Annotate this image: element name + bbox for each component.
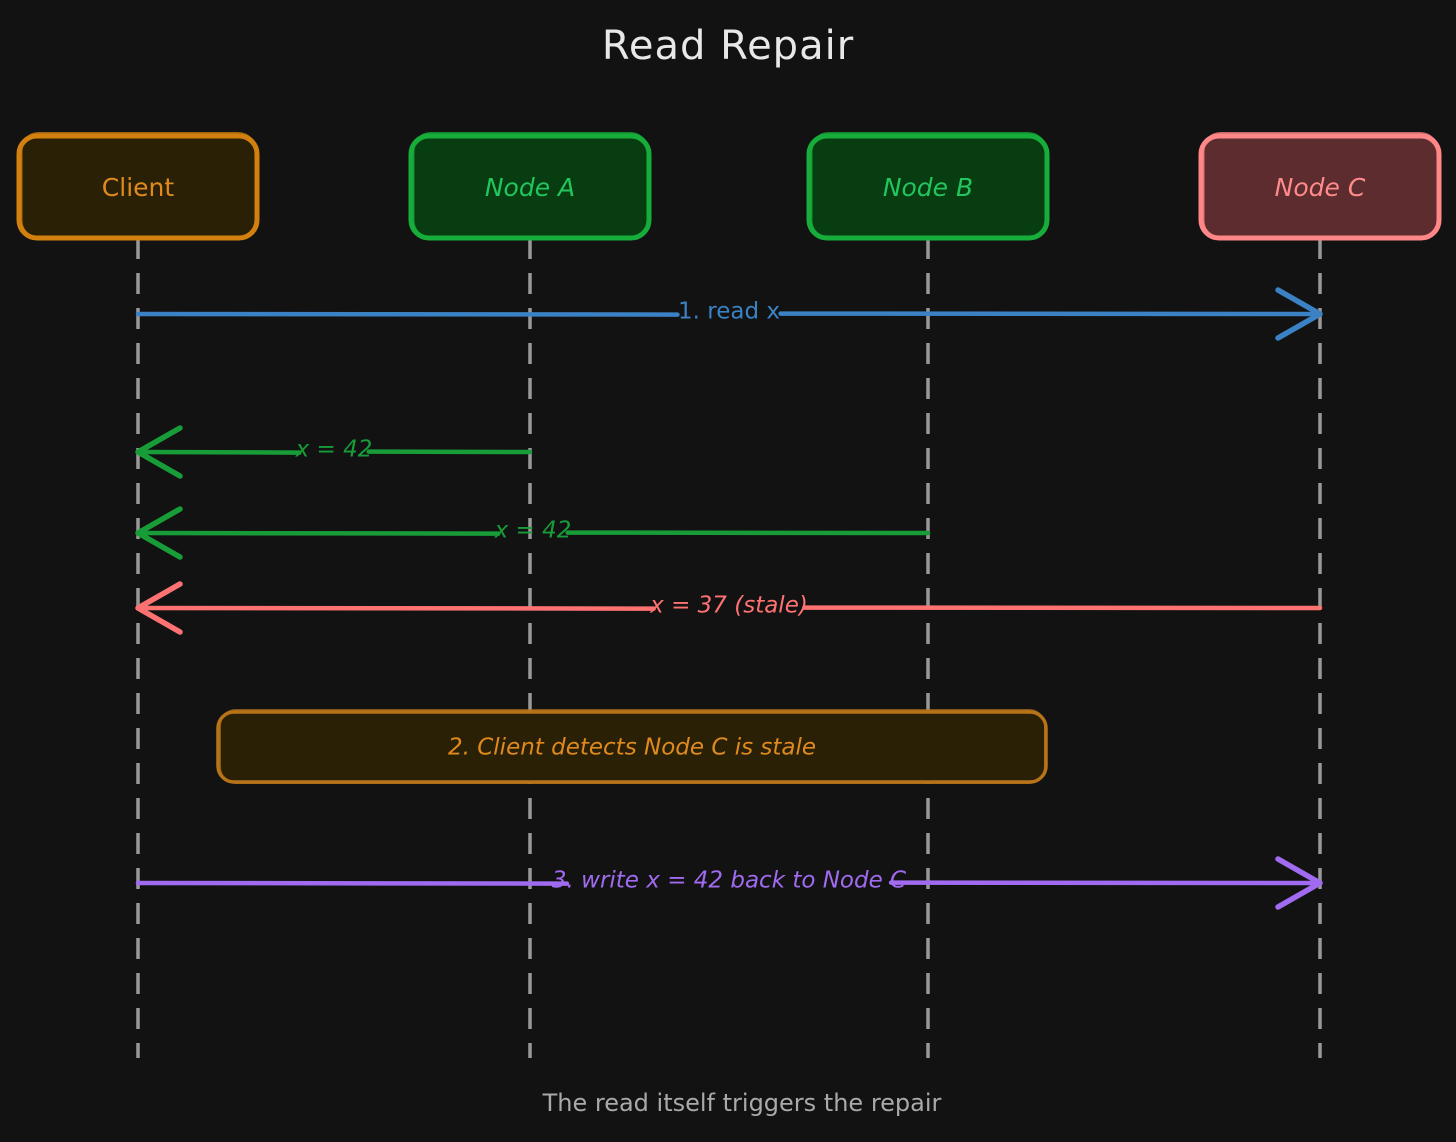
- actor-box-sketch-outline: [1201, 132, 1440, 240]
- actor-box-sketch-outline: [19, 132, 258, 240]
- arrow-head-icon: [135, 581, 183, 635]
- msg-reply-a[interactable]: x = 42: [135, 425, 533, 479]
- arrow-head-icon: [135, 425, 183, 479]
- message-label: x = 42: [494, 518, 572, 544]
- notes-group: 2. Client detects Node C is stale: [216, 709, 1048, 784]
- messages-group: 1. read x x = 42 x = 42 x = 37 (stale) 3. wr…: [135, 287, 1323, 910]
- actor-node-a[interactable]: Node A: [408, 132, 652, 241]
- message-line-left-segment: [135, 880, 570, 886]
- message-line-left-segment: [135, 311, 680, 317]
- msg-reply-b[interactable]: x = 42: [135, 506, 931, 560]
- msg-read-x[interactable]: 1. read x: [135, 287, 1323, 341]
- arrow-head-icon: [135, 506, 183, 560]
- actor-label-client: Client: [102, 173, 175, 202]
- message-line-left-segment: [135, 530, 501, 536]
- message-line-left-segment: [135, 605, 656, 611]
- actor-node-c[interactable]: Node C: [1198, 132, 1442, 241]
- actor-label-node-b: Node B: [883, 173, 973, 202]
- diagram-footer-caption: The read itself triggers the repair: [542, 1089, 942, 1117]
- actor-box-sketch-outline: [411, 132, 650, 240]
- note-label: 2. Client detects Node C is stale: [448, 735, 816, 761]
- lifelines-group: [136, 238, 1322, 1058]
- actors-group: Client Node A Node B Node C: [16, 132, 1442, 241]
- actor-node-b[interactable]: Node B: [806, 132, 1050, 241]
- arrow-head-icon: [1275, 287, 1323, 341]
- arrow-head-icon: [1275, 856, 1323, 910]
- actor-label-node-a: Node A: [485, 173, 575, 202]
- message-label: 3. write x = 42 back to Node C: [552, 868, 906, 894]
- actor-box-sketch-outline: [809, 132, 1048, 240]
- message-line-left-segment: [135, 449, 302, 455]
- message-label: x = 42: [295, 437, 373, 463]
- message-label: 1. read x: [678, 299, 780, 325]
- actor-label-node-c: Node C: [1275, 173, 1366, 202]
- msg-reply-c-stale[interactable]: x = 37 (stale): [135, 581, 1323, 635]
- msg-write-back[interactable]: 3. write x = 42 back to Node C: [135, 856, 1323, 910]
- actor-client[interactable]: Client: [16, 132, 260, 241]
- message-label: x = 37 (stale): [649, 593, 808, 619]
- note-box-sketch-outline: [219, 709, 1046, 784]
- note-client-detects: 2. Client detects Node C is stale: [216, 709, 1048, 784]
- page-title: Read Repair: [602, 23, 854, 69]
